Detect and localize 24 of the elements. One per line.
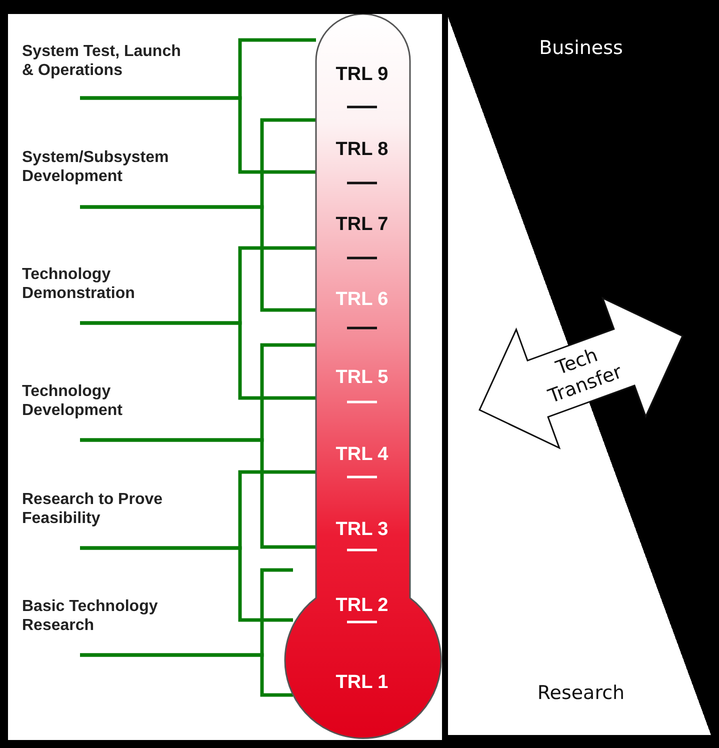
leader-line xyxy=(80,321,316,400)
stage-label: System Test, Launch & Operations xyxy=(22,42,237,98)
region-label: Research xyxy=(536,682,626,704)
level-label: TRL 2 xyxy=(293,569,431,643)
stage-label: Technology Development xyxy=(22,382,237,440)
stage-label: Basic Technology Research xyxy=(22,597,237,655)
leader-line xyxy=(80,653,293,697)
stage-label: Technology Demonstration xyxy=(22,265,237,323)
thermometer-drawing xyxy=(284,14,442,742)
level-label: TRL 9 xyxy=(316,38,408,112)
level-label: TRL 7 xyxy=(316,188,408,262)
level-label: TRL 4 xyxy=(316,418,408,492)
stage-label: System/Subsystem Development xyxy=(22,148,237,207)
region-label: Business xyxy=(538,37,624,59)
leader-line xyxy=(80,546,293,622)
level-label: TRL 3 xyxy=(316,493,408,567)
level-label: TRL 1 xyxy=(293,646,431,720)
level-label: TRL 5 xyxy=(316,341,408,415)
level-label: TRL 8 xyxy=(316,113,408,187)
leader-line xyxy=(80,96,316,174)
stage-label: Research to Prove Feasibility xyxy=(22,490,237,548)
leader-line xyxy=(80,438,316,549)
level-label: TRL 6 xyxy=(316,263,408,337)
leader-line xyxy=(80,205,316,312)
